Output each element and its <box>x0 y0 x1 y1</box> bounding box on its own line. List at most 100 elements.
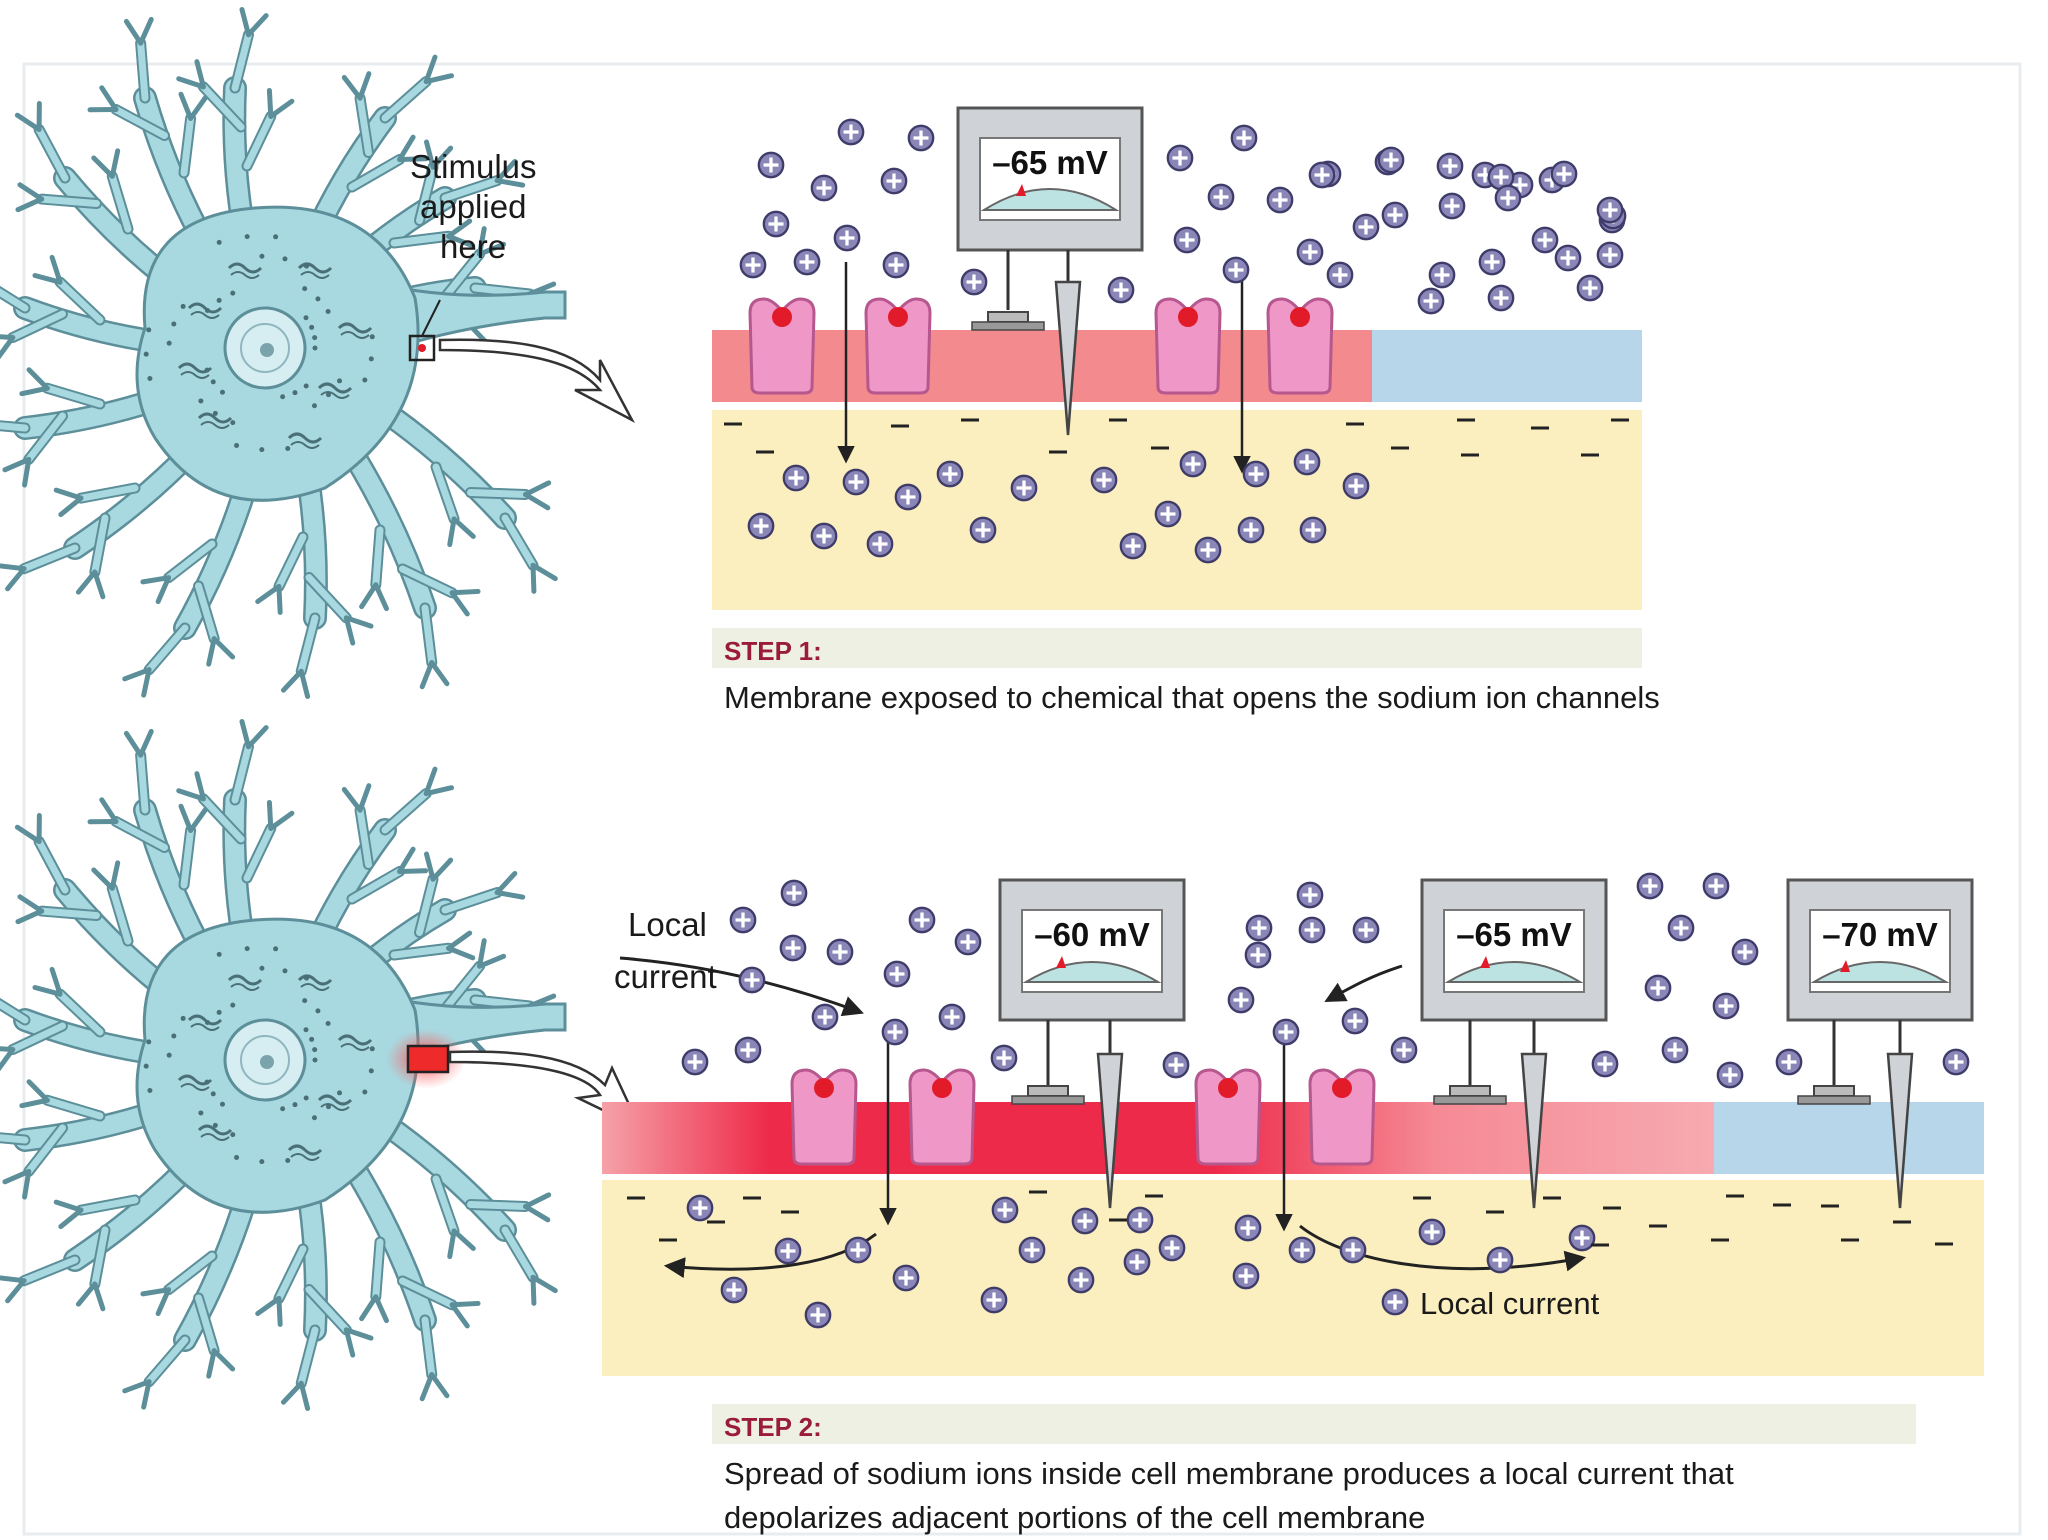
positive-ion-icon <box>882 251 910 279</box>
voltmeter-reading: –60 mV <box>1034 916 1150 953</box>
positive-ion-icon <box>1341 1007 1369 1035</box>
positive-ion-icon <box>1381 201 1409 229</box>
positive-ion-icon <box>681 1048 709 1076</box>
voltmeter-icon <box>998 878 1186 1209</box>
positive-ion-icon <box>1173 226 1201 254</box>
step2-label: STEP 2: <box>724 1412 822 1442</box>
positive-ion-icon <box>866 530 894 558</box>
positive-ion-icon <box>954 928 982 956</box>
sodium-channel-icon <box>1194 1068 1262 1166</box>
voltmeter-reading: –65 mV <box>1456 916 1572 953</box>
positive-ion-icon <box>1339 1236 1367 1264</box>
step1-label-bar <box>712 628 1642 668</box>
positive-ion-icon <box>1288 1236 1316 1264</box>
step1-label: STEP 1: <box>724 636 822 666</box>
positive-ion-icon <box>1596 241 1624 269</box>
positive-ion-icon <box>1731 938 1759 966</box>
positive-ion-icon <box>757 151 785 179</box>
positive-ion-icon <box>1232 1262 1260 1290</box>
positive-ion-icon <box>810 174 838 202</box>
positive-ion-icon <box>729 906 757 934</box>
positive-ion-icon <box>1266 186 1294 214</box>
positive-ion-icon <box>1596 196 1624 224</box>
positive-ion-icon <box>1123 1248 1151 1276</box>
local-current-arrow-icon <box>1299 1224 1587 1272</box>
positive-ion-icon <box>1067 1266 1095 1294</box>
positive-ion-icon <box>686 1194 714 1222</box>
voltmeter-reading: –65 mV <box>992 144 1108 181</box>
positive-ion-icon <box>793 248 821 276</box>
positive-ion-icon <box>969 516 997 544</box>
step2-label-bar <box>712 1404 1916 1444</box>
positive-ion-icon <box>844 1236 872 1264</box>
positive-ion-icon <box>1244 941 1272 969</box>
positive-ion-icon <box>1234 1214 1262 1242</box>
positive-ion-icon <box>960 268 988 296</box>
positive-ion-icon <box>720 1276 748 1304</box>
positive-ion-icon <box>1438 192 1466 220</box>
positive-ion-icon <box>1230 124 1258 152</box>
step2-cytoplasm <box>602 1180 1984 1376</box>
positive-ion-icon <box>1661 1036 1689 1064</box>
positive-ion-icon <box>1377 146 1405 174</box>
positive-ion-icon <box>1242 460 1270 488</box>
positive-ion-icon <box>938 1003 966 1031</box>
sodium-channel-icon <box>1266 297 1334 395</box>
positive-ion-icon <box>990 1044 1018 1072</box>
positive-ion-icon <box>1381 1288 1409 1316</box>
positive-ion-icon <box>1554 244 1582 272</box>
positive-ion-icon <box>894 483 922 511</box>
positive-ion-icon <box>1298 916 1326 944</box>
positive-ion-icon <box>1158 1234 1186 1262</box>
positive-ion-icon <box>1352 916 1380 944</box>
positive-ion-icon <box>1207 183 1235 211</box>
positive-ion-icon <box>1107 276 1135 304</box>
positive-ion-icon <box>1644 974 1672 1002</box>
positive-ion-icon <box>1942 1048 1970 1076</box>
positive-ion-icon <box>1478 248 1506 276</box>
positive-ion-icon <box>907 124 935 152</box>
positive-ion-icon <box>1308 161 1336 189</box>
stimulus-label-line2: applied <box>420 188 527 225</box>
positive-ion-icon <box>980 1286 1008 1314</box>
positive-ion-icon <box>837 118 865 146</box>
positive-ion-icon <box>804 1301 832 1329</box>
positive-ion-icon <box>811 1003 839 1031</box>
positive-ion-icon <box>1342 472 1370 500</box>
positive-ion-icon <box>1486 1246 1514 1274</box>
positive-ion-icon <box>1293 448 1321 476</box>
negative-charges <box>627 1190 1953 1247</box>
positive-ion-icon <box>1352 213 1380 241</box>
positive-ion-icon <box>1018 1236 1046 1264</box>
stimulus-marker <box>406 1044 450 1074</box>
positive-ion-icon <box>892 1264 920 1292</box>
positive-ion-icon <box>1428 261 1456 289</box>
zoom-arrow-icon <box>438 338 636 424</box>
positive-ion-icon <box>1194 536 1222 564</box>
positive-ion-icon <box>1179 450 1207 478</box>
sodium-channel-icon <box>1308 1068 1376 1166</box>
positive-ion-icon <box>1272 1018 1300 1046</box>
positive-ion-icon <box>1326 261 1354 289</box>
step2-membrane-resting <box>1714 1102 1984 1174</box>
positive-ion-icon <box>1296 238 1324 266</box>
positive-ion-icon <box>1531 226 1559 254</box>
step1-membrane-resting <box>1372 330 1642 402</box>
step2-caption-line1: Spread of sodium ions inside cell membra… <box>724 1456 1734 1491</box>
zoom-arrow-icon <box>448 1050 643 1131</box>
positive-ion-icon <box>1436 152 1464 180</box>
positive-ion-icon <box>747 512 775 540</box>
stimulus-label-line1: Stimulus <box>410 148 537 185</box>
positive-ion-icon <box>780 879 808 907</box>
positive-ion-icon <box>774 1237 802 1265</box>
positive-ion-icon <box>734 1036 762 1064</box>
positive-ion-icon <box>1090 466 1118 494</box>
positive-ion-icon <box>1576 274 1604 302</box>
positive-ion-icon <box>1119 532 1147 560</box>
positive-ion-icon <box>1245 914 1273 942</box>
positive-ion-icon <box>1417 287 1445 315</box>
voltmeter-reading: –70 mV <box>1822 916 1938 953</box>
positive-ion-icon <box>762 210 790 238</box>
